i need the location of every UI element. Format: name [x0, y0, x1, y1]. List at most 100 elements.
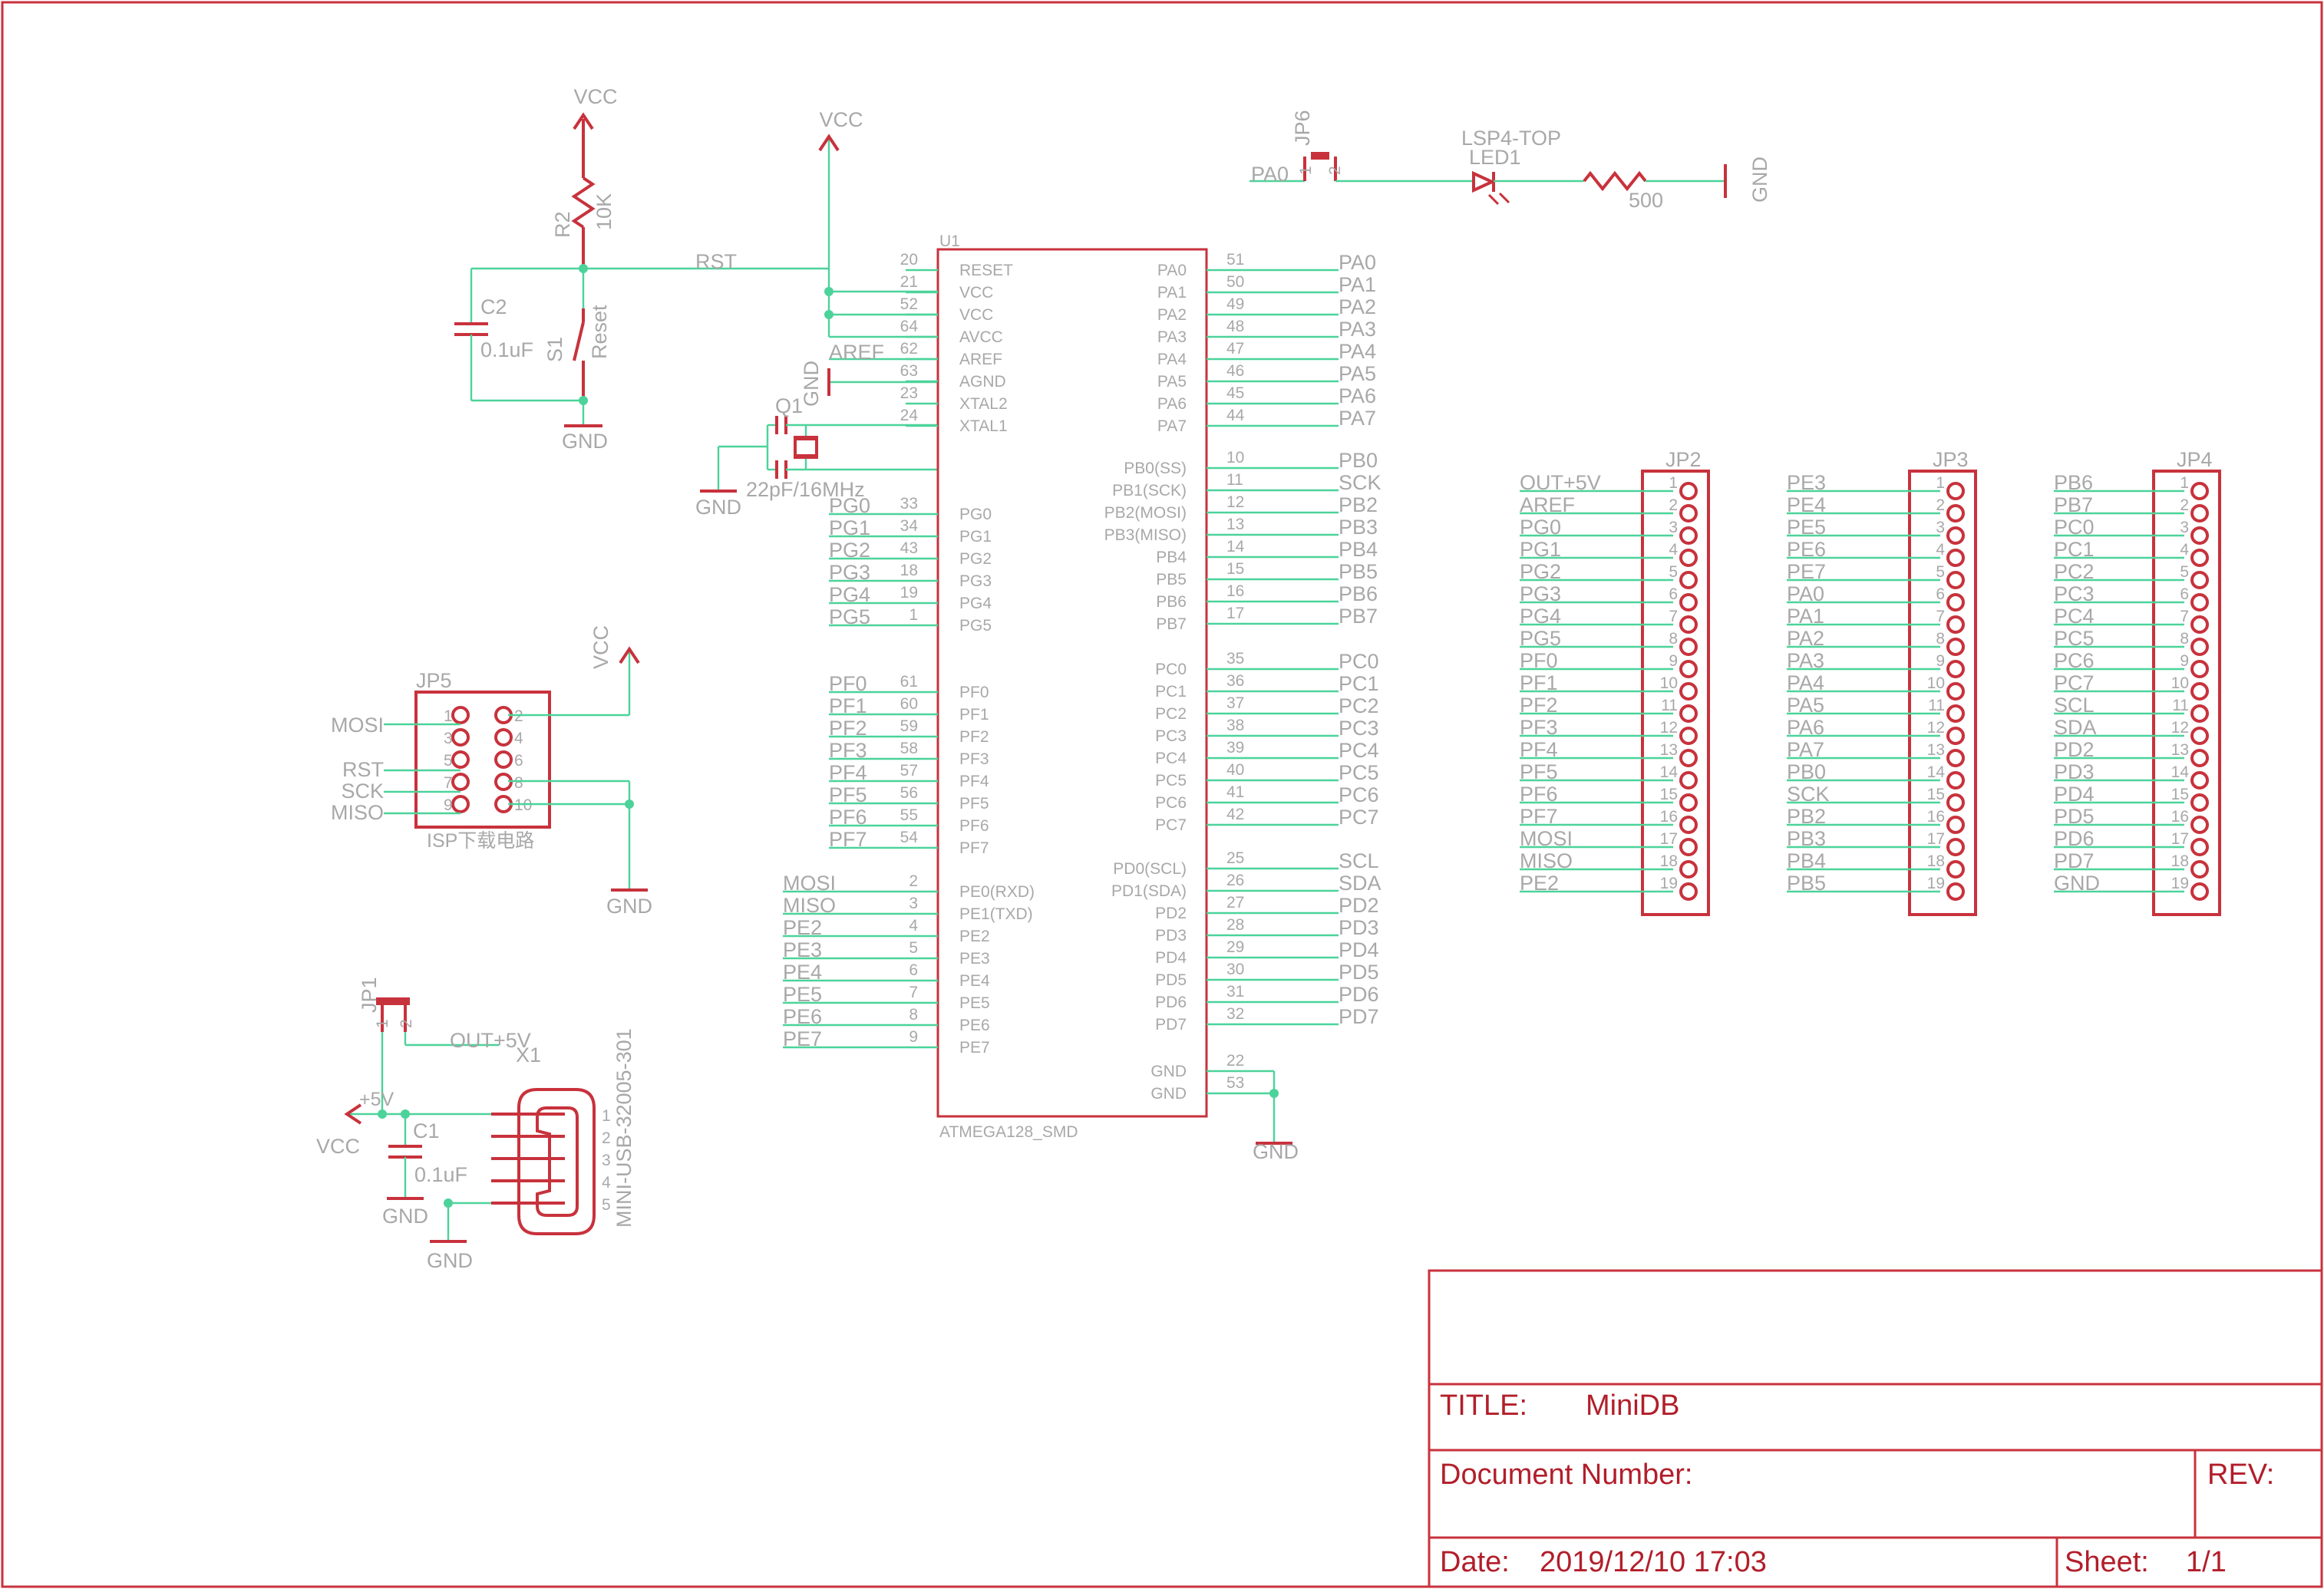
header-net-label: OUT+5V [1520, 471, 1601, 494]
isp-caption: ISP下载电路 [427, 830, 534, 852]
header-net-label: PB4 [1787, 849, 1826, 872]
header-net-label: AREF [1520, 493, 1575, 516]
u1-net-label: PC1 [1339, 672, 1379, 695]
u1-net-label: PF5 [829, 783, 867, 806]
agnd-gnd-label: GND [800, 361, 823, 407]
svg-text:2: 2 [398, 1019, 415, 1028]
header-pin-number: 1 [1936, 474, 1945, 492]
u1-pin-name: PG4 [959, 595, 992, 612]
x1-value: MINI-USB-32005-301 [612, 1028, 635, 1228]
u1-pin-number: 57 [900, 762, 918, 780]
u1-net-label: PC2 [1339, 694, 1379, 717]
u1-pin-number: 34 [900, 517, 919, 535]
u1-pin-name: PD0(SCL) [1113, 860, 1187, 878]
isp-pin-4: 4 [494, 728, 523, 747]
u1-net-label: PC0 [1339, 650, 1379, 673]
u1-pin-name: PA7 [1157, 417, 1187, 435]
isp-pin-number: 1 [444, 707, 453, 725]
header-net-label: PE4 [1787, 493, 1826, 516]
u1-net-label: PE5 [783, 983, 822, 1006]
header-pin-number: 9 [1669, 652, 1678, 670]
u1-pin-name: PE4 [959, 972, 990, 990]
header-pin-number: 12 [1927, 719, 1945, 737]
isp-vcc-label: VCC [589, 625, 612, 669]
c1-value: 0.1uF [414, 1163, 467, 1186]
u1-net-label: PC4 [1339, 739, 1379, 762]
header-pin-number: 16 [2171, 808, 2189, 826]
u1-pin-number: 40 [1226, 761, 1244, 779]
header-pin-number: 10 [2171, 674, 2189, 692]
u1-gnd-label: GND [1253, 1140, 1299, 1163]
r2-value: 10K [593, 193, 616, 230]
u1-pin-number: 25 [1226, 849, 1244, 867]
u1-net-label: PA5 [1339, 362, 1376, 385]
document-number-label: Document Number: [1440, 1459, 1692, 1491]
u1-net-label: PF0 [829, 672, 867, 695]
svg-text:2: 2 [1326, 166, 1344, 175]
u1-pin-number: 49 [1226, 295, 1244, 313]
usb-pin-4: 4 [491, 1174, 611, 1192]
header-net-label: PF5 [1520, 760, 1558, 783]
u1-pin-number: 15 [1226, 560, 1244, 578]
header-pin-number: 11 [1661, 697, 1678, 714]
header-pin-number: 5 [1669, 563, 1678, 581]
u1-pin-number: 3 [909, 895, 918, 912]
u1-pin-number: 4 [909, 917, 918, 935]
header-pin-number: 18 [1927, 852, 1945, 870]
sheet-value: 1/1 [2186, 1546, 2227, 1578]
header-net-label: PB3 [1787, 827, 1826, 850]
usb-gnd2-label: GND [427, 1249, 473, 1272]
u1-pin-name: PF2 [959, 728, 989, 746]
rst-net-label: RST [695, 250, 737, 273]
u1-pin-number: 14 [1226, 538, 1245, 555]
u1-net-label: PC3 [1339, 717, 1379, 740]
header-pin-number: 8 [2180, 630, 2189, 648]
r2-vcc-label: VCC [573, 85, 617, 108]
header-pin-number: 10 [1927, 674, 1945, 692]
u1-pin-name: PG5 [959, 617, 992, 635]
header-pin-number: 11 [1928, 697, 1945, 714]
u1-net-label: PB0 [1339, 449, 1378, 472]
u1-pin-name: PE2 [959, 928, 990, 945]
usb-pin-number: 1 [602, 1107, 611, 1125]
title-label: TITLE: [1440, 1390, 1527, 1422]
u1-pin-number: 47 [1226, 340, 1244, 358]
header-pin-number: 7 [1936, 608, 1945, 625]
header-pin-number: 10 [1660, 674, 1678, 692]
header-net-label: PB0 [1787, 760, 1826, 783]
header-pin-number: 8 [1669, 630, 1678, 648]
usb-pin-number: 5 [602, 1196, 611, 1214]
u1-net-label: PA0 [1339, 251, 1376, 274]
led-resistor-value: 500 [1629, 189, 1663, 212]
header-net-label: PA1 [1787, 605, 1824, 628]
date-value: 2019/12/10 17:03 [1540, 1546, 1767, 1578]
u1-pin-name: GND [1150, 1085, 1187, 1103]
u1-pin-number: 27 [1226, 894, 1244, 912]
u1-pin-name: GND [1150, 1063, 1187, 1080]
header-net-label: PD4 [2054, 783, 2095, 806]
usb-5v-label: +5V [359, 1089, 394, 1110]
u1-pin-name: PC6 [1155, 794, 1187, 812]
